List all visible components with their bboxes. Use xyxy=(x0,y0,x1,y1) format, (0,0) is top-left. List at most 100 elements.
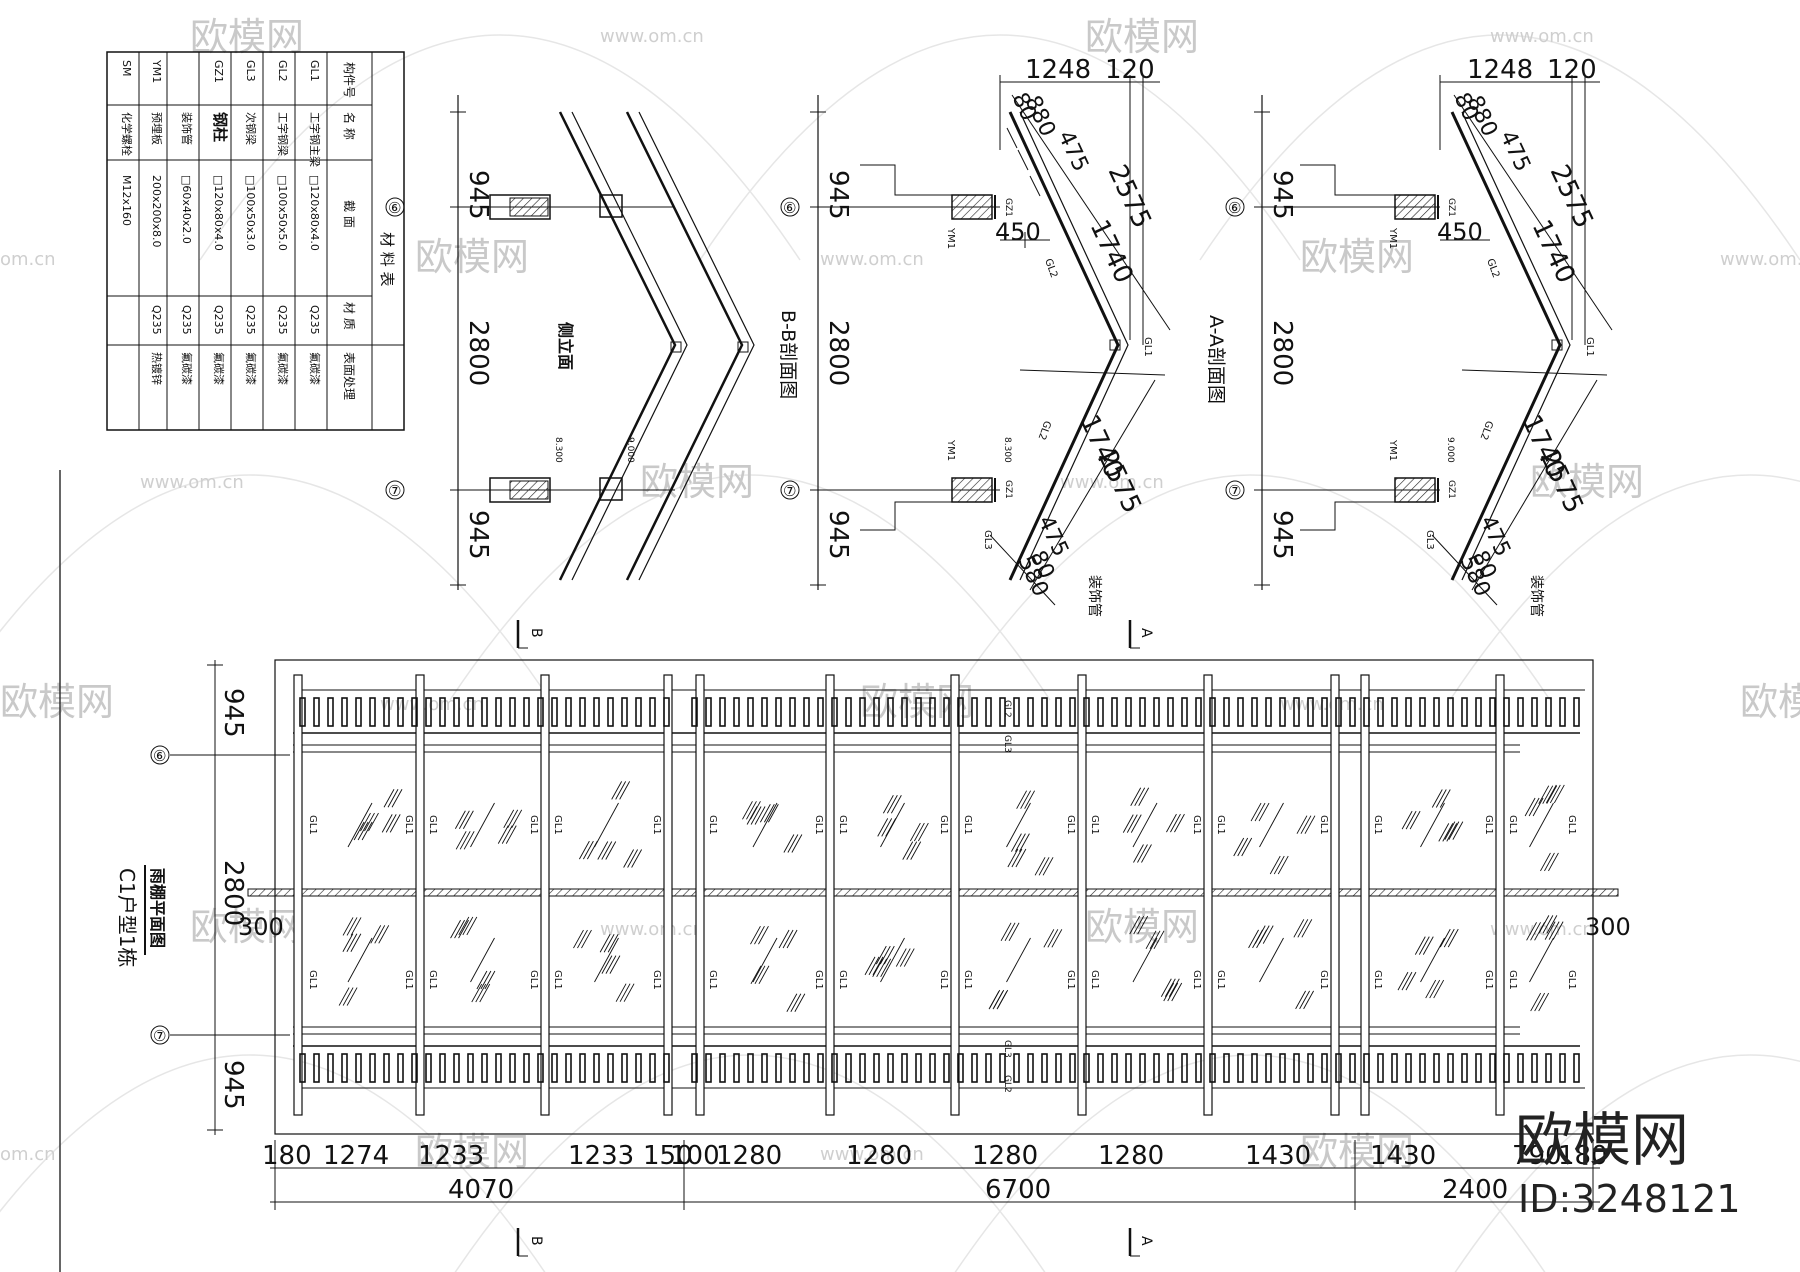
watermark-url: om.cn xyxy=(0,1144,56,1165)
plan-title: 雨棚平面图 xyxy=(148,868,167,948)
plan-column-beam xyxy=(1204,675,1212,1115)
plan-rafter xyxy=(1196,698,1201,726)
plan-rafter xyxy=(1196,1054,1201,1082)
glass-hatch xyxy=(1133,803,1157,847)
plan-rafter xyxy=(622,698,627,726)
plan-rafter xyxy=(1490,1054,1495,1082)
plan-column-beam xyxy=(294,675,302,1115)
label-ym1: YM1 xyxy=(1387,227,1398,249)
label-gl2-lower: GL2 xyxy=(1035,419,1052,441)
dim-450: 450 xyxy=(1437,218,1483,246)
table-cell: Q235 xyxy=(276,305,289,335)
plan-rafter xyxy=(1252,1054,1257,1082)
dim-2800: 2800 xyxy=(463,320,493,386)
table-cell: Q235 xyxy=(180,305,193,335)
plan-rafter xyxy=(496,1054,501,1082)
glass-hatch xyxy=(753,803,777,847)
view-title-section-aa: A-A剖面图 xyxy=(1205,315,1227,404)
dim-120: 120 xyxy=(1105,55,1155,85)
watermark-url: www.om.cn xyxy=(1720,249,1800,270)
plan-rafter xyxy=(1560,1054,1565,1082)
plan-rafter xyxy=(650,1054,655,1082)
plan-label-gl1: GL1 xyxy=(707,970,718,990)
plan-rafter xyxy=(1574,1054,1579,1082)
plan-rafter xyxy=(1448,1054,1453,1082)
elevation-mark: 9.000 xyxy=(1445,437,1455,463)
plan-subtitle: C1户型1栋 xyxy=(115,868,139,967)
plan-rafter xyxy=(874,1054,879,1082)
plan-rafter xyxy=(692,1054,697,1082)
plan-rafter xyxy=(762,698,767,726)
plan-rafter xyxy=(692,698,697,726)
plan-rafter xyxy=(328,1054,333,1082)
table-title: 材 料 表 xyxy=(378,232,396,287)
plan-bottom-dim: 180 xyxy=(262,1141,312,1171)
plan-rafter xyxy=(608,1054,613,1082)
plan-label-gl: GL2 xyxy=(1002,700,1012,718)
plan-rafter xyxy=(1518,698,1523,726)
watermark-brand: 欧模网 xyxy=(415,235,529,279)
plan-label-gl1: GL1 xyxy=(1507,970,1518,990)
glass-hatch xyxy=(595,938,619,982)
plan-rafter xyxy=(1154,698,1159,726)
plan-label-gl1: GL1 xyxy=(837,815,848,835)
watermark-url: www.om.cn xyxy=(820,249,924,270)
plan-column-beam xyxy=(416,675,424,1115)
plan-rafter xyxy=(1168,698,1173,726)
section-mark-a-top: A xyxy=(1138,628,1154,638)
dim-450: 450 xyxy=(995,218,1041,246)
plan-label-gl1: GL1 xyxy=(1089,815,1100,835)
plan-rafter xyxy=(944,1054,949,1082)
footer-id: ID:3248121 xyxy=(1518,1177,1741,1221)
plan-rafter xyxy=(734,698,739,726)
plan-label-gl1: GL1 xyxy=(403,970,414,990)
plan-rafter xyxy=(440,1054,445,1082)
plan-rafter xyxy=(594,698,599,726)
plan-rafter xyxy=(720,698,725,726)
label-ym1-lower: YM1 xyxy=(945,439,956,461)
plan-rafter xyxy=(986,1054,991,1082)
label-gz1: GZ1 xyxy=(1446,198,1456,217)
plan-label-gl1: GL1 xyxy=(528,970,539,990)
plan-rafter xyxy=(1560,698,1565,726)
plan-rafter xyxy=(1028,1054,1033,1082)
plan-rafter xyxy=(720,1054,725,1082)
plan-rafter xyxy=(1098,698,1103,726)
plan-rafter xyxy=(370,698,375,726)
table-cell: □120x80x4.0 xyxy=(308,175,321,251)
plan-rafter xyxy=(972,698,977,726)
plan-rafter xyxy=(482,1054,487,1082)
dim-475: 475 xyxy=(1053,127,1093,176)
plan-label-gl1: GL1 xyxy=(938,815,949,835)
plan-rafter xyxy=(1406,1054,1411,1082)
table-cell: 氟碳漆 xyxy=(212,352,226,385)
dim-945-bottom: 945 xyxy=(823,510,853,560)
plan-rafter xyxy=(552,698,557,726)
plan-label-gl: GL3 xyxy=(1002,1040,1012,1058)
plan-rafter xyxy=(1238,1054,1243,1082)
plan-rafter xyxy=(1140,698,1145,726)
plan-rafter xyxy=(594,1054,599,1082)
glass-hatch xyxy=(348,938,372,982)
plan-rafter xyxy=(818,698,823,726)
plan-label-gl1: GL1 xyxy=(1483,970,1494,990)
glass-hatch xyxy=(1007,803,1031,847)
plan-rafter xyxy=(930,1054,935,1082)
plan-rafter xyxy=(1042,698,1047,726)
dim-1248: 1248 xyxy=(1025,55,1091,85)
label-gl3: GL3 xyxy=(1424,530,1435,550)
plan-rafter xyxy=(524,698,529,726)
label-gz1-lower: GZ1 xyxy=(1446,480,1456,499)
plan-rafter xyxy=(790,1054,795,1082)
plan-dim-300-left: 300 xyxy=(238,913,284,941)
plan-rafter xyxy=(1350,1054,1355,1082)
label-ym1-lower: YM1 xyxy=(1387,439,1398,461)
table-cell: 热镀锌 xyxy=(150,352,164,385)
plan-rafter xyxy=(748,698,753,726)
plan-label-gl1: GL1 xyxy=(1065,970,1076,990)
table-cell: 预埋板 xyxy=(150,112,164,145)
plan-rafter xyxy=(1308,1054,1313,1082)
plan-rafter xyxy=(1434,698,1439,726)
dim-1248: 1248 xyxy=(1467,55,1533,85)
